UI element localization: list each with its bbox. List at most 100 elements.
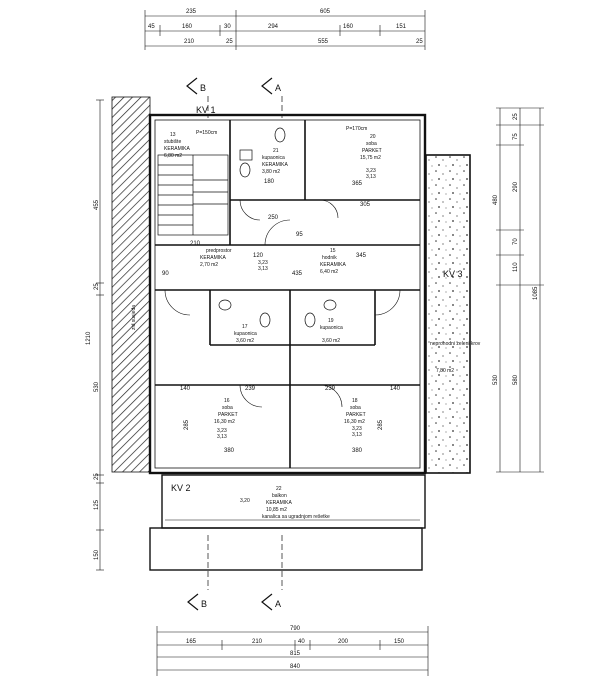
svg-text:305: 305 [360, 202, 371, 208]
svg-text:435: 435 [292, 271, 303, 277]
inner-dimension-labels: 90 120 180 250 305 365 345 435 140 239 2… [162, 179, 401, 454]
svg-text:3,60 m2: 3,60 m2 [322, 338, 340, 344]
room-19: 19 kupaonica 3,60 m2 [320, 318, 343, 344]
svg-text:22: 22 [276, 486, 282, 492]
svg-text:285: 285 [378, 419, 384, 430]
bottom-dimension-labels: 790 165 210 40 200 150 815 840 [186, 626, 405, 670]
svg-text:380: 380 [352, 448, 363, 454]
room-area: 7,80 m2 [436, 368, 454, 374]
dim-label: 70 [513, 238, 519, 245]
svg-text:balkon: balkon [272, 493, 287, 499]
parapet-note: P=150cm [196, 130, 217, 136]
room-16: 16 soba PARKET 16,30 m2 [214, 398, 238, 425]
room-18: 18 soba PARKET 16,30 m2 [344, 398, 366, 425]
svg-text:KERAMIKA: KERAMIKA [200, 255, 227, 261]
svg-text:239: 239 [325, 386, 336, 392]
svg-text:3,23: 3,23 [258, 260, 268, 266]
dim-label: 235 [186, 9, 197, 15]
room-17: 17 kupaonica 3,60 m2 [234, 324, 257, 344]
dim-label: 75 [513, 133, 519, 140]
green-roof [425, 154, 471, 474]
svg-text:10,85 m2: 10,85 m2 [266, 507, 287, 513]
svg-text:239: 239 [245, 386, 256, 392]
svg-text:6,80 m2: 6,80 m2 [164, 153, 182, 159]
level-marks: 3,23 3,13 3,23 3,13 3,23 3,13 3,23 3,13 … [217, 168, 376, 504]
svg-text:kupaonica: kupaonica [234, 331, 257, 337]
dim-label: 160 [182, 24, 193, 30]
axis-kv1: KV 1 [196, 105, 216, 115]
svg-text:3,13: 3,13 [217, 434, 227, 440]
dim-label: 150 [94, 549, 100, 560]
svg-text:3,13: 3,13 [352, 432, 362, 438]
dim-label: 150 [394, 639, 405, 645]
svg-text:PARKET: PARKET [362, 148, 382, 154]
svg-text:soba: soba [350, 405, 361, 411]
svg-text:15,75 m2: 15,75 m2 [360, 155, 381, 161]
section-marks-bottom [187, 535, 283, 611]
svg-text:21: 21 [273, 148, 279, 154]
svg-text:19: 19 [328, 318, 334, 324]
svg-text:180: 180 [264, 179, 275, 185]
svg-text:140: 140 [390, 386, 401, 392]
svg-text:KERAMIKA: KERAMIKA [164, 146, 191, 152]
svg-text:3,20: 3,20 [240, 498, 250, 504]
dim-label: 790 [290, 626, 301, 632]
svg-text:90: 90 [162, 271, 169, 277]
door-swings [164, 199, 401, 408]
axis-kv3: KV 3 [443, 269, 463, 279]
dim-label: 530 [94, 381, 100, 392]
section-label-b-bottom: B [201, 599, 207, 609]
room-21: 21 kupaonica KERAMIKA 3,80 m2 [262, 148, 289, 175]
balcony-gutter-note: kanalica sa ugradnjom rešetke [262, 514, 330, 520]
dim-label: 455 [94, 199, 100, 210]
svg-text:16,30 m2: 16,30 m2 [344, 419, 365, 425]
bathroom-fixtures [218, 127, 337, 328]
axis-kv2: KV 2 [171, 483, 191, 493]
dim-label: 605 [320, 9, 331, 15]
dim-label: 40 [298, 639, 305, 645]
svg-text:KERAMIKA: KERAMIKA [266, 500, 293, 506]
svg-text:18: 18 [352, 398, 358, 404]
section-label-a-bottom: A [275, 599, 281, 609]
dim-label: 25 [513, 113, 519, 120]
room-22: 22 balkon KERAMIKA 10,85 m2 [266, 486, 293, 513]
dim-label: 160 [343, 24, 354, 30]
svg-text:250: 250 [268, 215, 279, 221]
svg-text:3,13: 3,13 [258, 266, 268, 272]
room-15: 15 hodnik KERAMIKA 6,40 m2 [320, 248, 347, 275]
svg-text:3,23: 3,23 [352, 426, 362, 432]
dim-label: 25 [94, 283, 100, 290]
room-13: 13 stubište KERAMIKA 6,80 m2 [164, 132, 191, 159]
staircase [157, 154, 229, 236]
svg-text:PARKET: PARKET [346, 412, 366, 418]
svg-text:kupaonica: kupaonica [320, 325, 343, 331]
room-14: predprostor KERAMIKA 2,70 m2 [200, 248, 232, 268]
left-dimension-chains [96, 99, 104, 571]
svg-text:2,70 m2: 2,70 m2 [200, 262, 218, 268]
parapet-note: P=170cm [346, 126, 367, 132]
svg-text:20: 20 [370, 134, 376, 140]
svg-text:3,23: 3,23 [217, 428, 227, 434]
top-dimension-chains [144, 10, 426, 50]
dim-label: 530 [493, 374, 499, 385]
left-dimension-labels: 455 1210 25 530 25 125 150 [86, 199, 100, 560]
dim-label: 480 [493, 194, 499, 205]
dim-label: 165 [186, 639, 197, 645]
dim-label: 151 [396, 24, 407, 30]
svg-text:3,60 m2: 3,60 m2 [236, 338, 254, 344]
svg-text:16,30 m2: 16,30 m2 [214, 419, 235, 425]
right-dimension-labels: 25 75 290 480 70 110 1085 530 580 [493, 113, 539, 385]
svg-text:soba: soba [222, 405, 233, 411]
svg-text:345: 345 [356, 253, 367, 259]
svg-text:15: 15 [330, 248, 336, 254]
bottom-dimension-chains [156, 626, 429, 676]
dim-label: 580 [513, 374, 519, 385]
svg-text:predprostor: predprostor [206, 248, 232, 254]
top-dimension-labels: 235 605 45 160 30 294 160 151 210 25 555… [148, 9, 423, 45]
room-name: neprohodni zeleni krov [430, 341, 481, 347]
svg-text:3,80 m2: 3,80 m2 [262, 169, 280, 175]
dim-label: 125 [94, 499, 100, 510]
room-20: 20 soba PARKET 15,75 m2 [360, 134, 382, 161]
dim-label: 25 [226, 39, 233, 45]
